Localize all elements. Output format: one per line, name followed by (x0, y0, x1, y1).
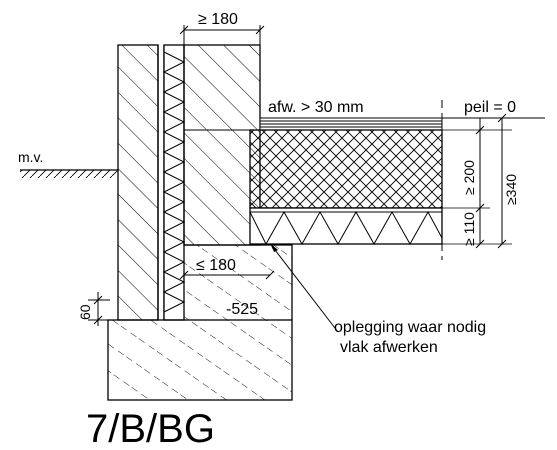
reference-level-label: peil = 0 (464, 99, 516, 116)
dim-insulation: ≥ 200 (461, 160, 477, 195)
note-arrowhead (270, 243, 278, 252)
inner-wall (183, 44, 261, 246)
cavity-insulation (163, 44, 185, 321)
dim-slab: ≥ 110 (461, 212, 477, 246)
dim-wall-width: ≥ 180 (198, 11, 238, 28)
floor-insulation (249, 129, 443, 209)
foundation-level-label: -525 (226, 301, 258, 318)
dim-floor-height: ≥340 (503, 174, 519, 205)
ground-hatch (20, 170, 118, 178)
floor-slab (249, 207, 443, 245)
support-note-line2: vlak afwerken (340, 339, 438, 356)
foundation (107, 319, 293, 401)
outer-wall (117, 44, 159, 321)
support-ledge (184, 245, 292, 320)
dim-foundation-height: 60 (77, 304, 93, 320)
drawing-code: 7/B/BG (86, 407, 215, 450)
ground-level-label: m.v. (18, 149, 43, 165)
note-leader (271, 245, 339, 333)
floor-finish-label: afw. > 30 mm (268, 99, 364, 116)
support-note-line1: oplegging waar nodig (334, 319, 486, 336)
slab-zigzag (249, 210, 443, 246)
dim-support-width: ≤ 180 (196, 257, 236, 274)
support-outline (184, 244, 293, 320)
